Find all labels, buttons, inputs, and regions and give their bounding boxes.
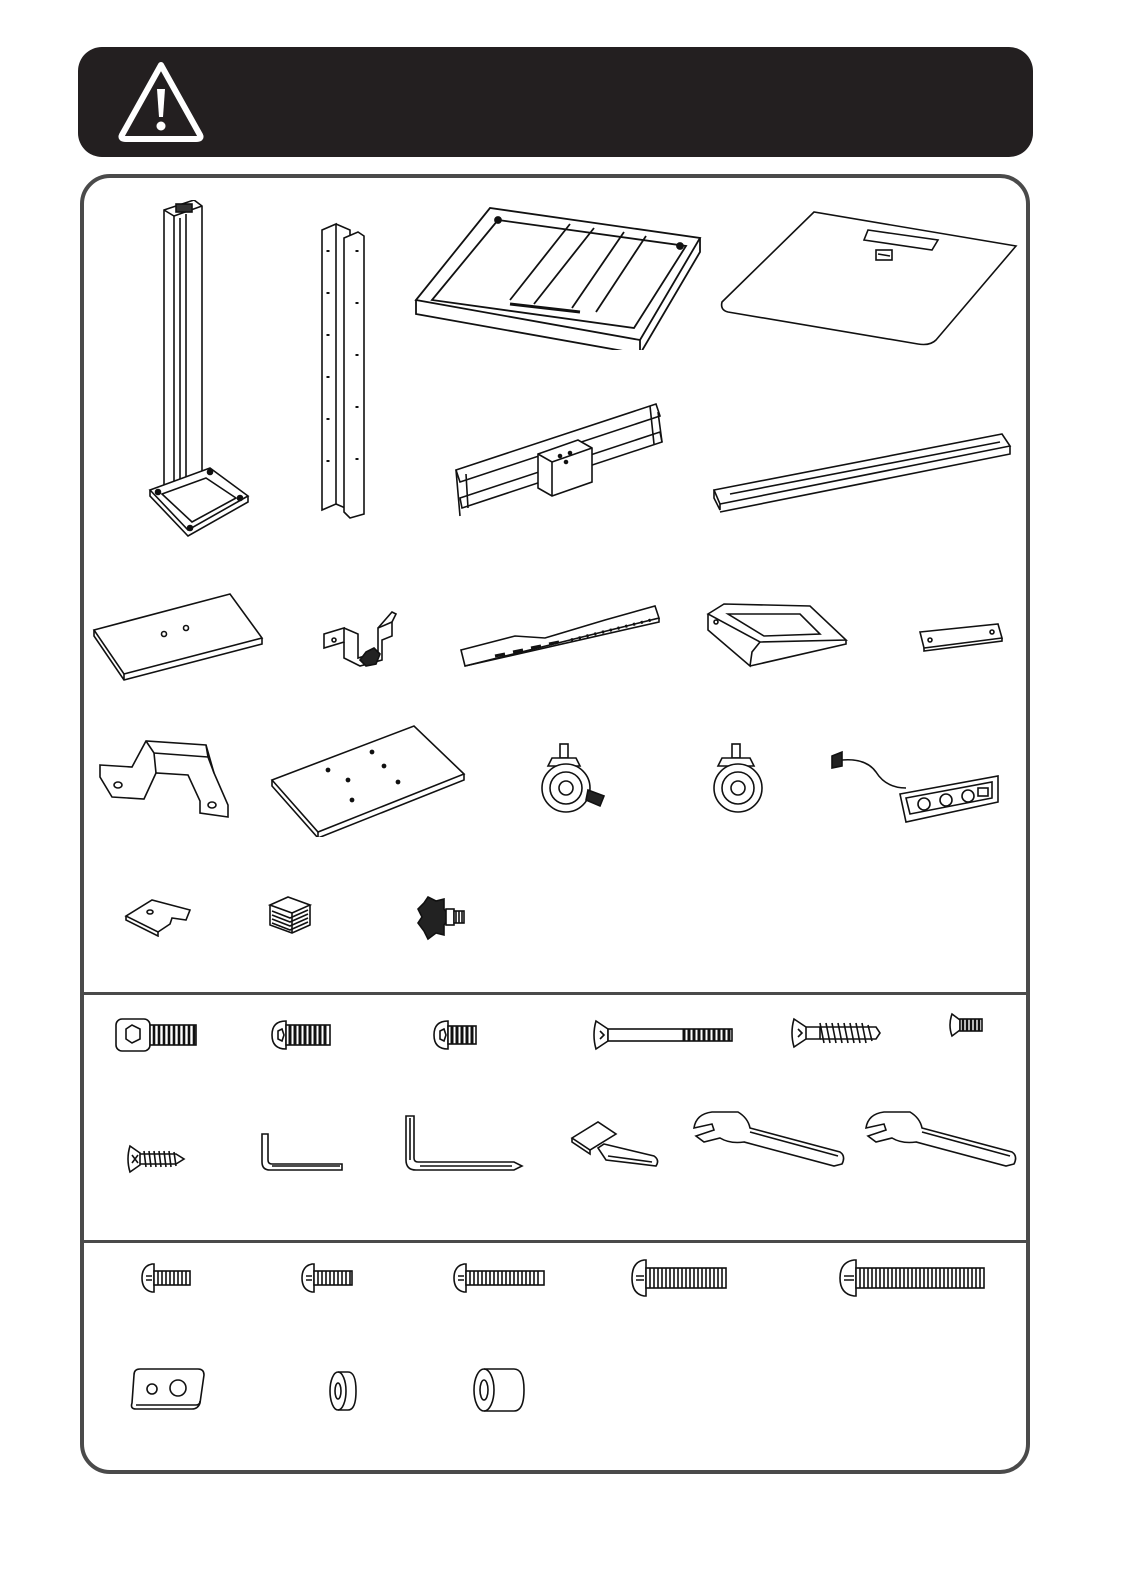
button-head-bolt-small — [430, 1017, 485, 1053]
caster — [702, 740, 772, 820]
u-bracket — [96, 735, 236, 825]
button-head-bolt-large — [268, 1017, 338, 1053]
power-strip — [826, 748, 1001, 828]
m4-screw-medium — [298, 1260, 358, 1296]
long-rail — [710, 430, 1020, 515]
slotted-washer — [122, 892, 197, 937]
large-spacer — [470, 1365, 530, 1415]
base-plate — [90, 590, 270, 685]
column-with-base — [140, 200, 255, 540]
small-countersunk-screw — [948, 1010, 988, 1040]
spreader-tool — [568, 1118, 663, 1173]
m4-screw-short — [138, 1260, 196, 1296]
warning-icon — [116, 59, 206, 143]
section-divider-tv-mounting — [82, 1240, 1028, 1243]
large-allen-key — [402, 1112, 527, 1177]
countersunk-wood-screw — [790, 1015, 885, 1051]
mounting-plate — [268, 722, 468, 837]
small-spacer — [326, 1368, 362, 1414]
star-knob — [414, 893, 469, 943]
open-wrench-2 — [862, 1108, 1022, 1173]
end-cap — [266, 893, 316, 938]
m4-screw-long — [450, 1260, 550, 1296]
small-allen-key — [258, 1130, 348, 1175]
section-divider-hardware — [82, 992, 1028, 995]
column-channel — [310, 220, 380, 520]
top-panel — [718, 210, 1023, 350]
tray-frame — [410, 200, 710, 350]
two-hole-washer — [128, 1365, 208, 1415]
m8-screw — [836, 1256, 991, 1300]
slotted-arm — [455, 600, 665, 675]
open-wrench-1 — [690, 1108, 850, 1173]
warning-banner — [78, 47, 1033, 157]
small-strip-plate — [912, 620, 1007, 655]
long-countersunk-bolt — [592, 1017, 737, 1053]
shelf-bracket — [700, 600, 850, 675]
m6-screw — [628, 1256, 733, 1300]
locking-caster — [530, 740, 610, 820]
knob-bracket — [318, 608, 408, 678]
camera-crossbar — [450, 398, 670, 523]
socket-cap-bolt — [112, 1015, 202, 1055]
self-tapping-screw — [126, 1142, 188, 1177]
